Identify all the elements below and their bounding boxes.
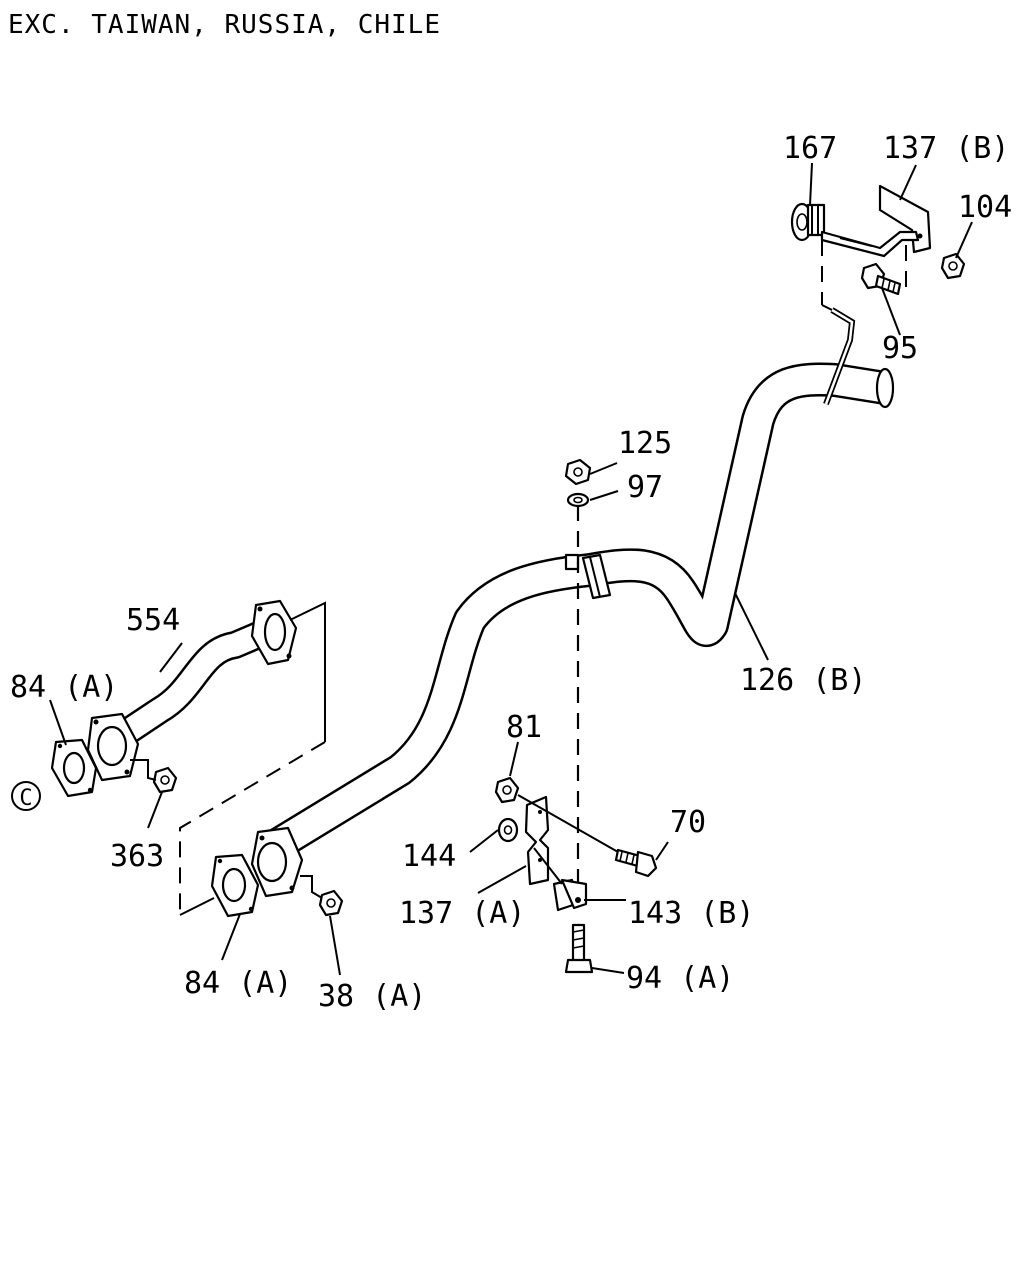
assembly-guide-lines <box>130 505 580 916</box>
label-554: 554 <box>126 603 180 638</box>
label-84a-top: 84 (A) <box>10 670 118 705</box>
label-137b: 137 (B) <box>883 131 1009 166</box>
label-167: 167 <box>783 131 837 166</box>
label-94a: 94 (A) <box>626 961 734 996</box>
gasket-84a-top[interactable] <box>50 738 98 798</box>
label-143b: 143 (B) <box>628 896 754 931</box>
label-84a-bottom: 84 (A) <box>184 966 292 1001</box>
tail-pipe-126b[interactable] <box>263 362 895 863</box>
nut-363[interactable] <box>152 766 178 794</box>
label-95: 95 <box>882 331 918 366</box>
label-137a: 137 (A) <box>399 896 525 931</box>
hanger-guide-lines <box>821 240 907 311</box>
bolt-95[interactable] <box>860 262 902 296</box>
leader-lines <box>49 162 973 976</box>
label-38a: 38 (A) <box>318 979 426 1014</box>
nut-104[interactable] <box>940 252 966 280</box>
label-363: 363 <box>110 839 164 874</box>
front-flange[interactable] <box>250 826 304 898</box>
nut-125[interactable] <box>564 458 592 486</box>
nut-38a[interactable] <box>318 889 344 917</box>
label-144: 144 <box>402 839 456 874</box>
front-pipe-554[interactable] <box>86 599 298 782</box>
gasket-84a-bottom[interactable] <box>210 853 260 918</box>
page-title: EXC. TAIWAN, RUSSIA, CHILE <box>8 10 441 40</box>
washer-97[interactable] <box>566 492 590 508</box>
bracket-137a[interactable] <box>524 795 550 886</box>
bolt-70[interactable] <box>614 848 658 878</box>
rubber-mount-143b[interactable] <box>552 878 588 912</box>
label-126b: 126 (B) <box>740 663 866 698</box>
label-104: 104 <box>958 190 1012 225</box>
reference-circle-c: C <box>11 781 41 811</box>
bracket-137b[interactable] <box>820 184 932 258</box>
rubber-hanger-167[interactable] <box>790 202 826 242</box>
rubber-144[interactable] <box>497 817 519 843</box>
label-81: 81 <box>506 710 542 745</box>
nut-81[interactable] <box>494 776 520 804</box>
label-70: 70 <box>670 805 706 840</box>
label-125: 125 <box>618 426 672 461</box>
tail-pipe-hanger-rod[interactable] <box>823 307 856 406</box>
bolt-94a[interactable] <box>564 923 594 974</box>
reference-c-label: C <box>19 786 32 811</box>
label-97: 97 <box>627 470 663 505</box>
